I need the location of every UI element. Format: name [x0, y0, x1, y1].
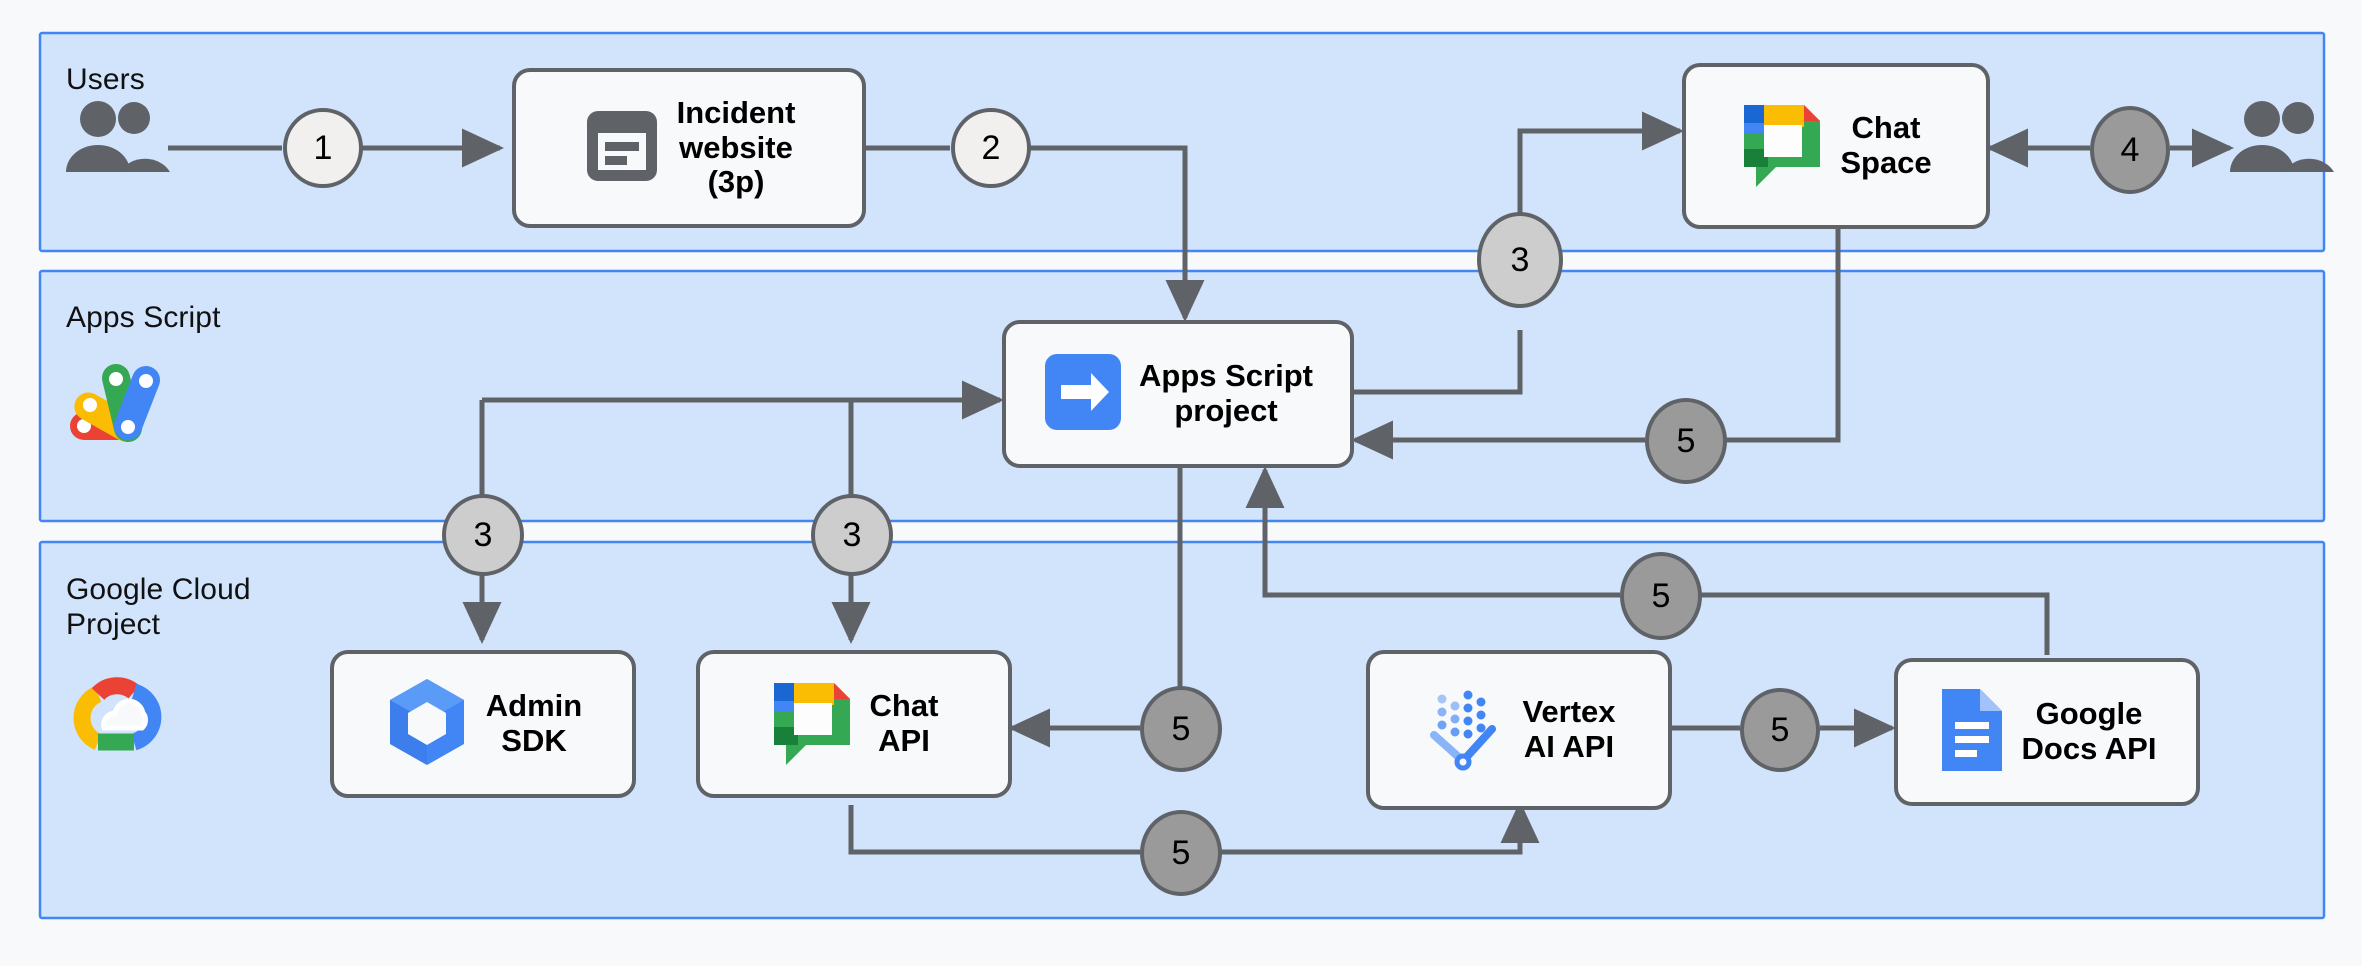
step-badge-1: 1 — [283, 108, 363, 188]
node-chat-space[interactable]: Chat Space — [1682, 63, 1990, 229]
vertex-ai-icon — [1422, 685, 1506, 776]
people-icon — [62, 100, 172, 179]
connector-step-5-return-b — [1245, 465, 1620, 598]
web-page-icon — [583, 107, 661, 190]
node-chat-api[interactable]: Chat API — [696, 650, 1012, 798]
step-badge-5-vertex-ai: 5 — [1140, 810, 1222, 896]
step-badge-3-chat-api: 3 — [811, 494, 893, 576]
apps-script-arrow-icon — [1043, 352, 1123, 437]
apps-script-logo-icon — [62, 352, 166, 449]
step-badge-2: 2 — [951, 108, 1031, 188]
node-apps-script-project[interactable]: Apps Script project — [1002, 320, 1354, 468]
admin-sdk-icon — [384, 676, 470, 773]
node-admin-sdk[interactable]: Admin SDK — [330, 650, 636, 798]
step-badge-4: 4 — [2090, 106, 2170, 194]
node-label: Admin SDK — [485, 688, 583, 758]
band-label-apps-script: Apps Script — [66, 301, 221, 334]
connector-step-3-space-a — [1353, 330, 1523, 395]
step-badge-3-admin-sdk: 3 — [442, 494, 524, 576]
node-google-docs-api[interactable]: Google Docs API — [1894, 658, 2200, 806]
step-badge-5-chat-space: 5 — [1645, 398, 1727, 484]
google-docs-icon — [1938, 686, 2006, 779]
node-label: Google Docs API — [2021, 696, 2157, 766]
connector-step-3-space-b — [1517, 111, 1685, 250]
node-vertex-ai-api[interactable]: Vertex AI API — [1366, 650, 1672, 810]
step-badge-5-return: 5 — [1620, 552, 1702, 640]
google-chat-icon — [1740, 101, 1824, 192]
connector-step-5-space-a — [1725, 210, 1841, 443]
google-cloud-logo-icon — [64, 672, 168, 761]
band-label-users: Users — [66, 63, 145, 96]
band-label-google-cloud: Google Cloud Project — [66, 573, 251, 642]
google-chat-icon — [770, 679, 854, 770]
node-label: Chat Space — [1840, 110, 1932, 180]
step-badge-5-google-docs: 5 — [1740, 688, 1820, 772]
people-icon — [2226, 100, 2336, 179]
node-incident-website[interactable]: Incident website (3p) — [512, 68, 866, 228]
step-badge-5-chat-api: 5 — [1140, 686, 1222, 772]
connector-step-2-b — [1030, 145, 1205, 323]
connector-step-5-vertex-b — [1220, 800, 1540, 855]
connector-step-5-vertex-a — [848, 805, 1140, 855]
node-label: Apps Script project — [1139, 358, 1313, 428]
step-badge-3-chat-space: 3 — [1477, 212, 1563, 308]
connector-step-5-return-a — [1700, 592, 2050, 655]
node-label: Vertex AI API — [1522, 694, 1616, 764]
node-label: Chat API — [869, 688, 939, 758]
node-label: Incident website (3p) — [676, 94, 796, 200]
